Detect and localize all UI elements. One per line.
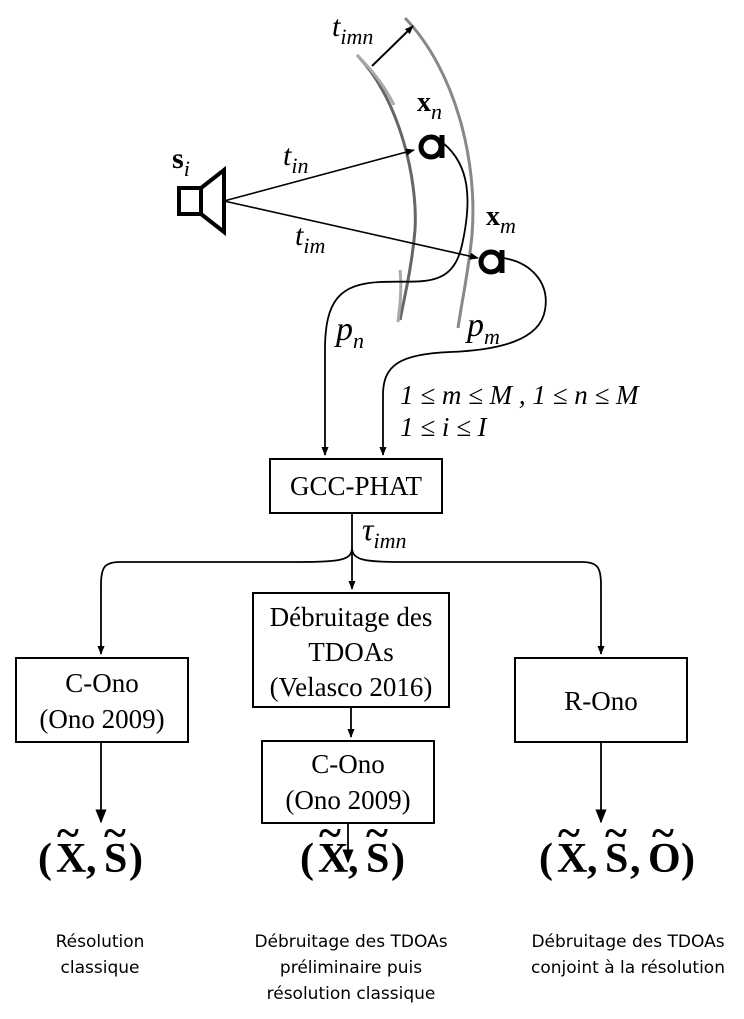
result-right: ( X , S , O ) ~ ~ ~	[539, 811, 695, 882]
result-left: ( X , S ) ~ ~	[38, 811, 143, 882]
result-middle: ( X , S ) ~ ~	[300, 811, 405, 882]
t-im-path	[223, 200, 479, 260]
wavefront-inner-top	[355, 53, 396, 106]
svg-text:,: ,	[86, 836, 97, 882]
mic-m-label: xm	[486, 201, 516, 238]
gcc-phat-box: GCC-PHAT	[269, 458, 443, 514]
result-middle-s: S	[366, 836, 389, 882]
c-ono-left-box: C-Ono (Ono 2009)	[15, 657, 189, 743]
svg-text:,: ,	[587, 836, 598, 882]
result-right-o: O	[648, 836, 681, 882]
microphone-m-icon	[478, 249, 505, 275]
debruitage-box: Débruitage des TDOAs (Velasco 2016)	[252, 592, 450, 708]
branch-right	[351, 547, 605, 655]
c-ono-middle-line2: (Ono 2009)	[285, 785, 410, 815]
caption-middle-line2: préliminaire puis	[280, 958, 422, 978]
result-middle-x: X	[318, 836, 348, 882]
t-im-label: tim	[295, 219, 325, 258]
result-right-x: X	[557, 836, 587, 882]
tau-label: τimn	[362, 511, 406, 553]
r-ono-label: R-Ono	[564, 686, 638, 716]
debruitage-line1: Débruitage des	[270, 602, 433, 632]
t-imn-arrow	[371, 25, 414, 67]
c-ono-left-line1: C-Ono	[65, 668, 139, 698]
result-left-s: S	[104, 836, 127, 882]
svg-text:): )	[681, 836, 695, 882]
svg-text:,: ,	[348, 836, 359, 882]
svg-text:~: ~	[57, 811, 79, 857]
microphone-n-icon	[418, 134, 445, 160]
source-label: si	[172, 142, 190, 181]
caption-left-line2: classique	[61, 958, 140, 978]
gcc-phat-label: GCC-PHAT	[290, 471, 423, 501]
svg-text:): )	[129, 836, 143, 882]
caption-middle-line3: résolution classique	[267, 984, 436, 1004]
caption-right-line1: Débruitage des TDOAs	[531, 932, 724, 952]
t-in-path	[223, 148, 415, 202]
wavefront-inner-lower	[396, 269, 403, 323]
svg-text:~: ~	[319, 811, 341, 857]
debruitage-line2: TDOAs	[308, 637, 394, 667]
mic-n-label: xn	[417, 87, 442, 124]
svg-text:~: ~	[605, 811, 627, 857]
c-ono-left-line2: (Ono 2009)	[39, 704, 164, 734]
speaker-icon	[177, 165, 226, 237]
cable-p-m	[379, 257, 547, 456]
svg-text:~: ~	[104, 811, 126, 857]
wavefront-outer	[403, 16, 475, 329]
caption-left-line1: Résolution	[56, 932, 145, 952]
caption-middle-line1: Débruitage des TDOAs	[254, 932, 447, 952]
debruitage-line3: (Velasco 2016)	[270, 672, 433, 702]
r-ono-box: R-Ono	[514, 657, 688, 743]
svg-text:(: (	[300, 836, 314, 882]
branch-left	[97, 547, 353, 655]
svg-text:(: (	[539, 836, 553, 882]
t-imn-label: timn	[332, 10, 373, 49]
caption-right-line2: conjoint à la résolution	[531, 958, 725, 978]
svg-text:~: ~	[652, 811, 674, 857]
svg-text:~: ~	[366, 811, 388, 857]
p-n-label: pn	[334, 311, 364, 353]
svg-text:~: ~	[558, 811, 580, 857]
constraint-line-2: 1 ≤ i ≤ I	[400, 412, 489, 442]
cable-p-n	[321, 142, 469, 456]
svg-text:,: ,	[630, 836, 641, 882]
c-ono-middle-line1: C-Ono	[311, 749, 385, 779]
c-ono-middle-box: C-Ono (Ono 2009)	[261, 740, 435, 824]
result-right-s: S	[605, 836, 628, 882]
result-left-x: X	[56, 836, 86, 882]
constraint-line-1: 1 ≤ m ≤ M , 1 ≤ n ≤ M	[400, 380, 640, 410]
t-in-label: tin	[283, 139, 308, 178]
svg-text:): )	[391, 836, 405, 882]
p-m-label: pm	[465, 307, 500, 349]
wavefront-inner	[355, 53, 417, 321]
svg-text:(: (	[38, 836, 52, 882]
